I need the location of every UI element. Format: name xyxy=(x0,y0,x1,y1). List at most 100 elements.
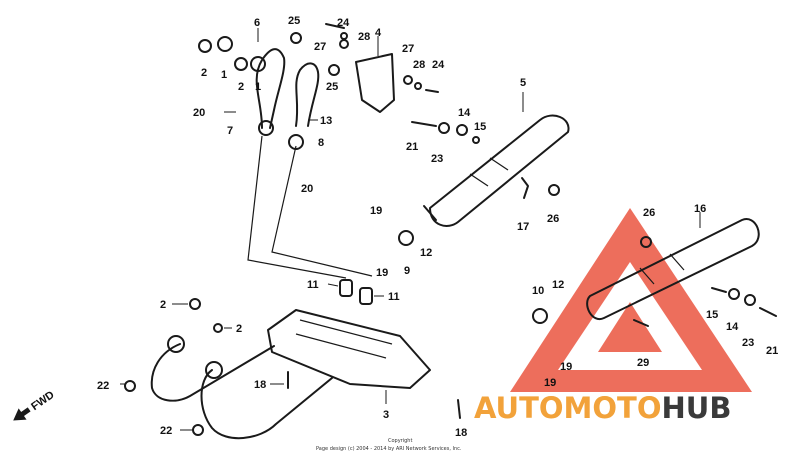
bolt-24b xyxy=(425,89,439,93)
bracket-29 xyxy=(633,319,649,327)
collar-23b xyxy=(744,294,756,306)
header-pipe-lower xyxy=(200,369,333,440)
callout-2: 2 xyxy=(238,81,244,93)
callout-19: 19 xyxy=(370,205,382,217)
copyright-line-2: Page design (c) 2004 - 2014 by ARI Netwo… xyxy=(316,446,462,452)
callout-11: 11 xyxy=(307,279,319,291)
nut-22b xyxy=(192,424,204,436)
callout-14: 14 xyxy=(726,321,739,333)
callout-23: 23 xyxy=(742,337,754,349)
leader-lines xyxy=(120,28,701,431)
callout-2: 2 xyxy=(160,299,166,311)
pipe-joint-11b xyxy=(359,287,373,305)
collar-1a xyxy=(217,36,233,52)
callout-labels: 6 25 24 28 27 4 2 1 2 1 25 27 28 24 5 20… xyxy=(97,15,778,439)
washer-28a xyxy=(340,32,348,40)
callout-13: 13 xyxy=(320,115,332,127)
callout-28: 28 xyxy=(358,31,370,43)
callout-15: 15 xyxy=(474,121,486,133)
callout-8: 8 xyxy=(318,137,324,149)
watermark-text: AUTOMOTOHUB xyxy=(474,391,731,425)
callout-11: 11 xyxy=(388,291,400,303)
nut-26b xyxy=(640,236,652,248)
callout-1: 1 xyxy=(221,69,227,81)
watermark-part-auto: AUTO xyxy=(474,391,564,425)
callout-5: 5 xyxy=(520,77,526,89)
callout-20: 20 xyxy=(301,183,313,195)
copyright-notice: Copyright Page design (c) 2004 - 2014 by… xyxy=(316,438,462,452)
watermark-part-moto: MOTO xyxy=(564,391,662,425)
callout-23: 23 xyxy=(431,153,443,165)
callout-10: 10 xyxy=(532,285,544,297)
callout-28: 28 xyxy=(413,59,425,71)
callout-21: 21 xyxy=(766,345,778,357)
gasket-2c xyxy=(189,298,201,310)
callout-26: 26 xyxy=(547,213,559,225)
washer-15a xyxy=(472,136,480,144)
washer-27a xyxy=(339,39,349,49)
bracket-4-group xyxy=(290,23,439,113)
callout-25: 25 xyxy=(288,15,300,27)
callout-18: 18 xyxy=(254,379,266,391)
callout-2: 2 xyxy=(201,67,207,79)
callout-1: 1 xyxy=(255,81,261,93)
callout-29: 29 xyxy=(637,357,649,369)
watermark-logo xyxy=(510,208,752,392)
exhaust-pipe-assembly xyxy=(198,36,373,305)
collar-23a xyxy=(438,122,450,134)
pipe-link-left xyxy=(247,135,347,279)
bracket-4 xyxy=(355,53,395,113)
forward-label: FWD xyxy=(29,389,56,413)
collar-14b xyxy=(728,288,740,300)
copyright-line-1: Copyright xyxy=(388,438,412,444)
callout-6: 6 xyxy=(254,17,260,29)
callout-12: 12 xyxy=(420,247,432,259)
header-pipe-upper xyxy=(150,343,275,402)
bolt-15b xyxy=(711,287,727,293)
bolt-21a xyxy=(411,121,437,127)
callout-17: 17 xyxy=(517,221,529,233)
front-pipe-right xyxy=(295,62,320,127)
nut-25a xyxy=(290,32,302,44)
watermark-part-hub: HUB xyxy=(662,391,732,425)
callout-19: 19 xyxy=(544,377,556,389)
bolt-18b xyxy=(457,399,461,419)
chamber-3-assembly xyxy=(124,298,461,440)
nut-26a xyxy=(548,184,560,196)
gasket-2d xyxy=(213,323,223,333)
nut-25b xyxy=(328,64,340,76)
callout-12: 12 xyxy=(552,279,564,291)
callout-27: 27 xyxy=(402,43,414,55)
collar-1b xyxy=(250,56,266,72)
callout-20: 20 xyxy=(193,107,205,119)
bolt-24a xyxy=(325,23,345,29)
watermark-triangle-core xyxy=(598,302,662,352)
callout-15: 15 xyxy=(706,309,718,321)
callout-7: 7 xyxy=(227,125,233,137)
callout-19: 19 xyxy=(560,361,572,373)
callout-25: 25 xyxy=(326,81,338,93)
callout-19: 19 xyxy=(376,267,388,279)
nut-22a xyxy=(124,380,136,392)
front-pipe-left xyxy=(255,48,286,129)
forward-indicator: FWD xyxy=(13,389,57,421)
washer-27b xyxy=(403,75,413,85)
pipe-flange-upper xyxy=(167,335,185,353)
collar-14a xyxy=(456,124,468,136)
clamp-10 xyxy=(532,308,548,324)
pipe-joint-11a xyxy=(339,279,353,297)
callout-22: 22 xyxy=(97,380,109,392)
clamp-8 xyxy=(288,134,304,150)
gasket-2a xyxy=(198,39,212,53)
pipe-flange-lower xyxy=(205,361,223,379)
pipe-link-right xyxy=(271,145,373,277)
svg-text:AUTOMOTOHUB: AUTOMOTOHUB xyxy=(474,391,731,425)
callout-14: 14 xyxy=(458,107,471,119)
callout-27: 27 xyxy=(314,41,326,53)
callout-3: 3 xyxy=(383,409,389,421)
muffler-16 xyxy=(532,218,777,327)
gasket-2b xyxy=(234,57,248,71)
callout-24: 24 xyxy=(432,59,445,71)
clamp-7 xyxy=(258,120,274,136)
